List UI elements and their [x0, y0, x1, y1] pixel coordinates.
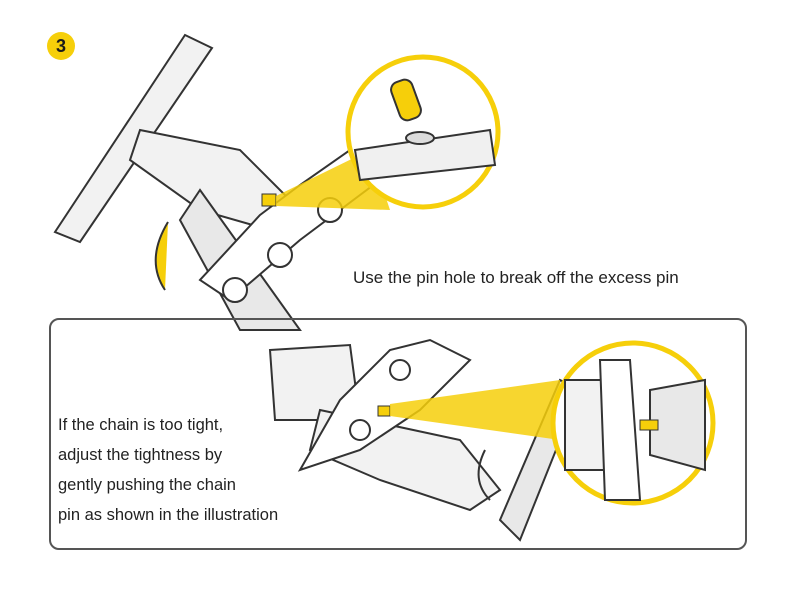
caption-line: adjust the tightness by — [58, 446, 223, 464]
pin-highlight — [261, 193, 277, 207]
top-caption: Use the pin hole to break off the excess… — [353, 268, 679, 287]
adjustment-panel — [49, 318, 747, 550]
bottom-caption: If the chain is too tight, adjust the ti… — [58, 410, 278, 530]
zoom-circle-bottom — [550, 340, 716, 506]
zoom-beam — [390, 380, 560, 440]
caption-line: gently pushing the chain — [58, 476, 236, 494]
caption-line: pin as shown in the illustration — [58, 506, 279, 524]
caption-line: If the chain is too tight, — [58, 416, 224, 434]
zoom-circle-top — [345, 54, 501, 210]
rotate-arrow-icon — [154, 221, 169, 291]
rotate-arrow-icon — [477, 449, 491, 501]
step-number-badge: 3 — [47, 32, 75, 60]
